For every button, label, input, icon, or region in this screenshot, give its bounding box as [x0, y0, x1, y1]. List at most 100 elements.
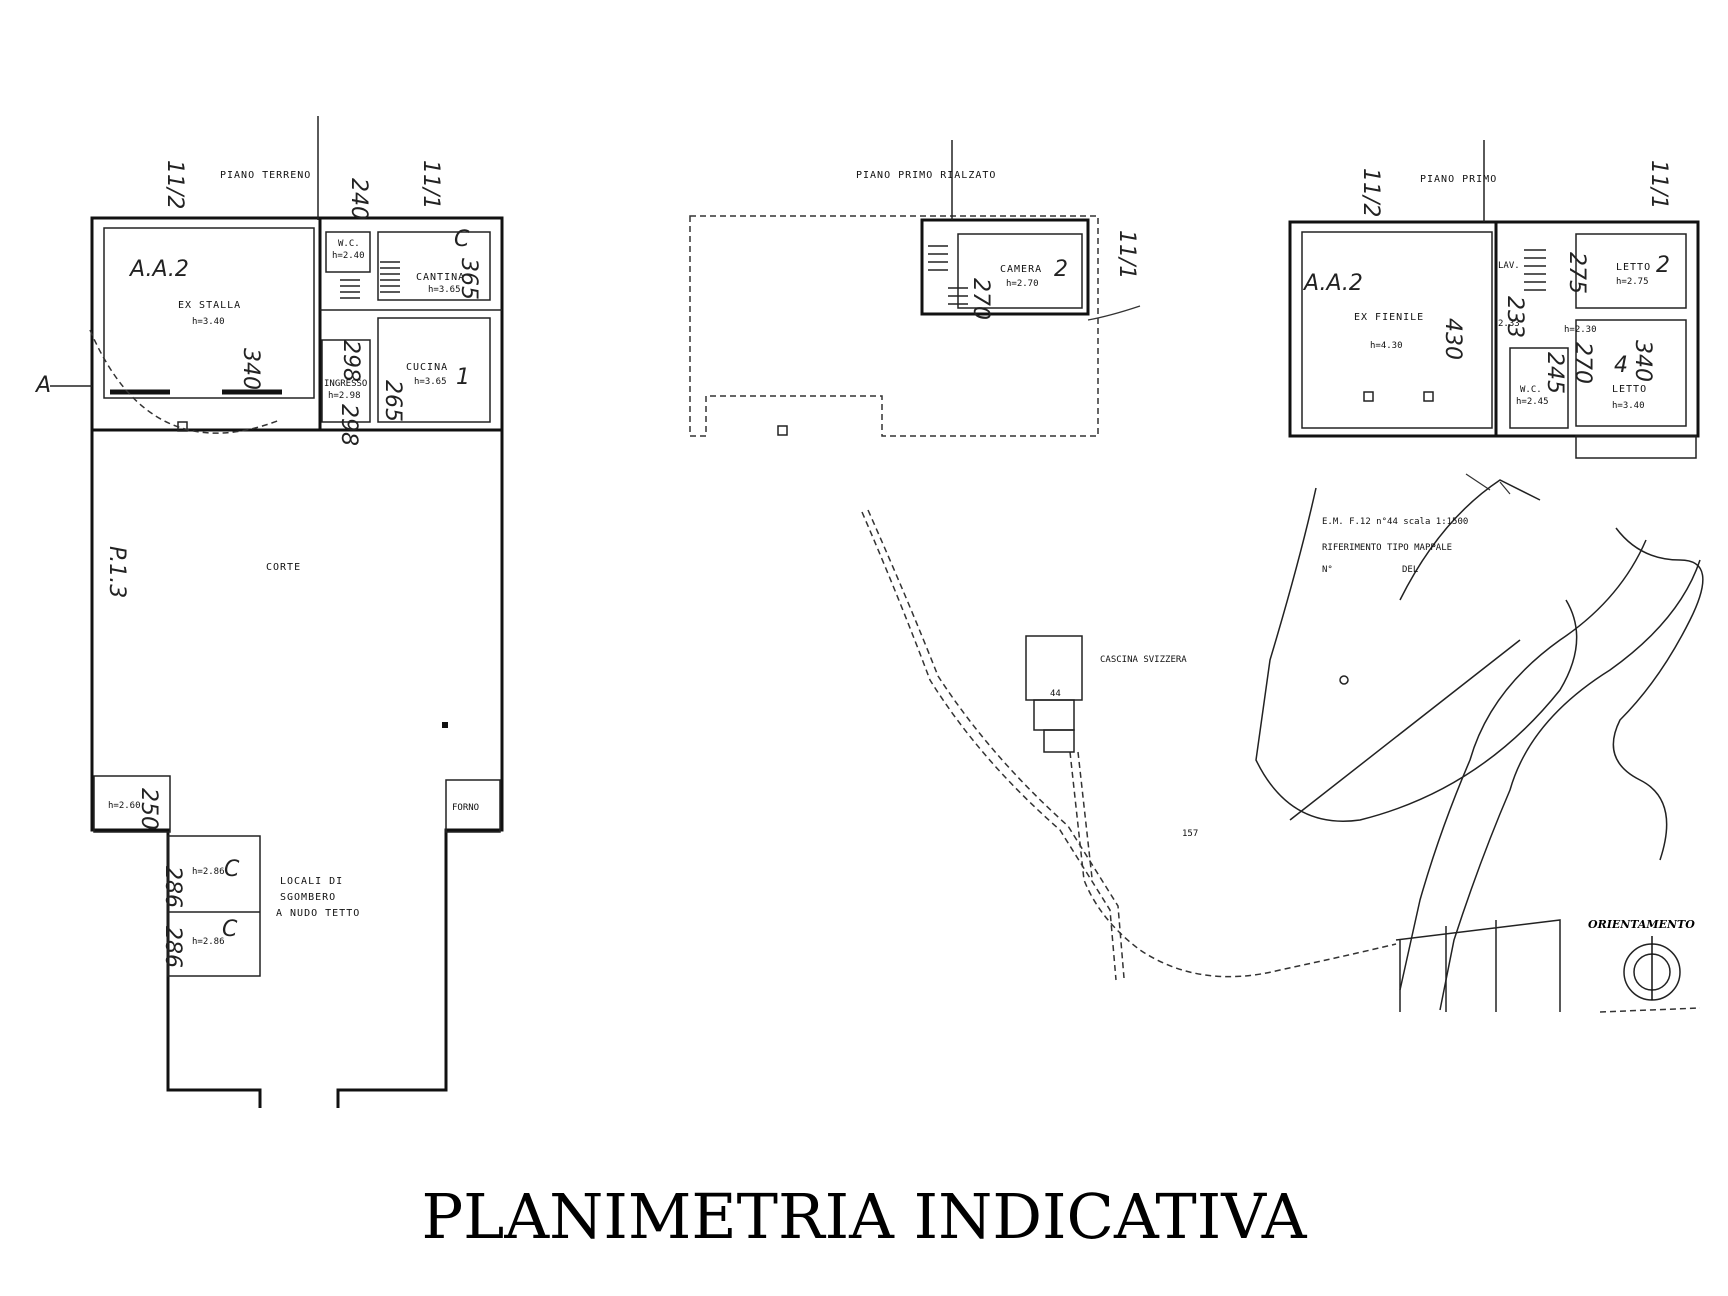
- winding-road: [1439, 559, 1701, 1011]
- building-label: CASCINA SVIZZERA: [1100, 655, 1187, 665]
- ingresso-label: INGRESSO: [324, 379, 367, 389]
- stairs: [928, 245, 968, 305]
- handwritten-note: A.A.2: [1302, 271, 1363, 296]
- balcony: [1575, 435, 1697, 459]
- cantina-room: [377, 231, 491, 301]
- corte-label: CORTE: [266, 562, 301, 573]
- section-mark-a: A: [34, 373, 51, 398]
- locali-height-b: h=2.86: [192, 937, 225, 947]
- building-number: 44: [1050, 689, 1061, 699]
- swing-arc: [89, 329, 281, 434]
- lav-height: 2.33: [1498, 319, 1520, 329]
- letto-room-1: [1575, 233, 1687, 309]
- wc-room: [1509, 347, 1569, 429]
- road-path: [861, 511, 1117, 981]
- parcel-boundary: [1255, 487, 1578, 822]
- compass-baseline: [1599, 1007, 1701, 1013]
- camera-height: h=2.70: [1006, 279, 1039, 289]
- field-strips: [1395, 919, 1561, 1012]
- cucina-height: h=3.65: [414, 377, 447, 387]
- ex-fienile-room: [1301, 231, 1493, 429]
- handwritten-note: 11/2: [1358, 168, 1383, 217]
- ground-floor-building-outline: [90, 216, 504, 432]
- handwritten-note: 11/1: [1114, 230, 1139, 279]
- locali-label-1: LOCALI DI: [280, 876, 343, 887]
- camera-label: CAMERA: [1000, 264, 1042, 275]
- handwritten-note: 11/1: [418, 160, 443, 209]
- landing-height: h=2.30: [1564, 325, 1597, 335]
- section-arrow: [1087, 305, 1141, 321]
- ex-stalla-room: [103, 227, 315, 399]
- handwritten-note: 275: [1564, 252, 1589, 294]
- pillar: [777, 425, 788, 436]
- access-road: [1077, 751, 1093, 879]
- survey-point: [1339, 675, 1349, 685]
- orientation-symbol: ORIENTAMENTO: [1588, 918, 1701, 1013]
- handwritten-note: 265: [380, 380, 405, 422]
- map-info-line-2: RIFERIMENTO TIPO MAPPALE: [1322, 543, 1452, 553]
- access-road: [1069, 751, 1397, 978]
- handwritten-note: 2: [1054, 257, 1068, 282]
- handwritten-note: 2: [1656, 253, 1670, 278]
- handwritten-note: 233: [1502, 296, 1527, 338]
- winding-road: [1612, 527, 1704, 861]
- drain-point: [442, 722, 448, 728]
- handwritten-note: 240: [346, 178, 371, 220]
- handwritten-note: C: [222, 917, 238, 942]
- handwritten-note: 245: [1542, 352, 1567, 394]
- letto-1-height: h=2.75: [1616, 277, 1649, 287]
- stairs: [1524, 249, 1546, 291]
- cantina-label: CANTINA: [416, 272, 465, 283]
- first-floor-heading: PIANO PRIMO: [1420, 174, 1497, 185]
- locali-height-a: h=2.86: [192, 867, 225, 877]
- stairs: [340, 261, 400, 299]
- letto-1-label: LETTO: [1616, 262, 1651, 273]
- orientation-label: ORIENTAMENTO: [1588, 918, 1695, 931]
- map-info-line-1: E.M. F.12 n°44 scala 1:1500: [1322, 517, 1468, 527]
- section-arrow: [1465, 473, 1511, 495]
- handwritten-note: 286: [160, 866, 185, 908]
- corte-outline: [90, 430, 504, 1108]
- raised-floor-plan: PIANO PRIMO RIALZATO CAMERA h=2.70 270 2…: [689, 140, 1141, 437]
- cascina-building: [1043, 729, 1075, 753]
- ingresso-room: [321, 339, 371, 423]
- parcel-boundary: [1399, 479, 1541, 601]
- cascina-building: [1033, 699, 1075, 731]
- handwritten-note: 11/1: [1646, 160, 1671, 209]
- handwritten-note: C: [454, 227, 470, 252]
- small-room-height: h=2.60: [108, 801, 141, 811]
- wc-label: W.C.: [338, 239, 360, 249]
- handwritten-note: 430: [1440, 318, 1465, 360]
- handwritten-note: 298: [338, 340, 363, 382]
- handwritten-note: 250: [136, 788, 161, 830]
- pillar: [1363, 391, 1374, 402]
- handwritten-note: 298: [336, 404, 361, 446]
- handwritten-note: 286: [160, 926, 185, 968]
- ex-stalla-label: EX STALLA: [178, 300, 241, 311]
- handwritten-note: P.1.3: [104, 546, 129, 598]
- ex-fienile-label: EX FIENILE: [1354, 312, 1424, 323]
- ground-floor-heading: PIANO TERRENO: [220, 170, 311, 181]
- handwritten-note: 1: [456, 365, 470, 390]
- first-floor-outline: [1288, 220, 1700, 438]
- raised-floor-outline: [689, 215, 1099, 437]
- forno-label: FORNO: [452, 803, 479, 813]
- locali-label-2: SGOMBERO: [280, 892, 336, 903]
- handwritten-note: 11/2: [162, 160, 187, 209]
- raised-floor-heading: PIANO PRIMO RIALZATO: [856, 170, 996, 181]
- handwritten-note: 340: [1630, 340, 1655, 382]
- ex-fienile-height: h=4.30: [1370, 341, 1403, 351]
- handwritten-note: 4: [1614, 353, 1628, 378]
- wc-label: W.C.: [1520, 385, 1542, 395]
- handwritten-note: 365: [456, 258, 481, 300]
- locali-sgombero-rooms: [167, 835, 261, 977]
- road-path: [867, 509, 1125, 979]
- wc-height: h=2.40: [332, 251, 365, 261]
- handwritten-note: 340: [238, 348, 263, 390]
- handwritten-note: A.A.2: [128, 257, 189, 282]
- parcel-boundary: [1289, 639, 1521, 821]
- site-map: E.M. F.12 n°44 scala 1:1500 RIFERIMENTO …: [861, 479, 1704, 1012]
- wc-height: h=2.45: [1516, 397, 1549, 407]
- pillar: [1423, 391, 1434, 402]
